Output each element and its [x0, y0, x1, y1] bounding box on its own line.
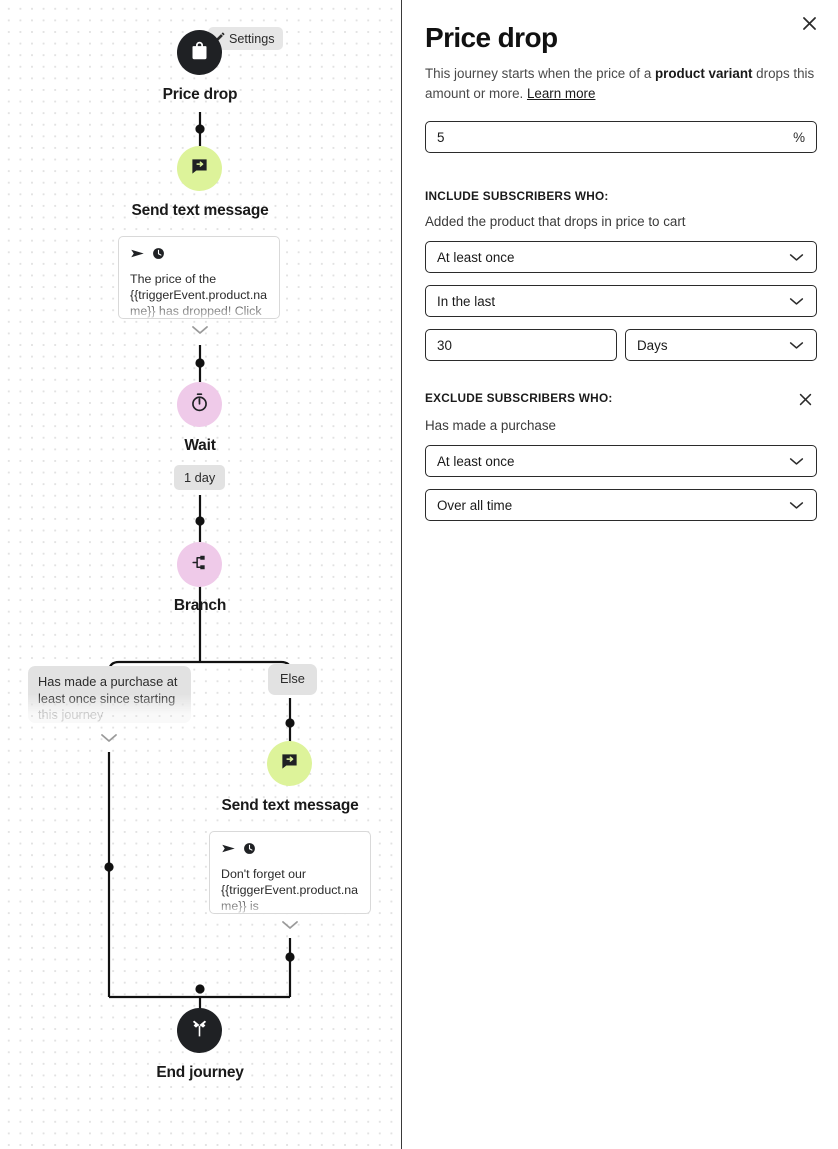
clock-icon: [152, 247, 165, 265]
percent-suffix: %: [793, 129, 805, 145]
panel-description-part2: drops this amount or more.: [425, 66, 815, 101]
include-duration-value: 30: [437, 337, 452, 353]
message-card-2-icons: [221, 841, 359, 861]
expand-branch-condition-chevron-down-icon[interactable]: [99, 730, 119, 742]
shopping-bag-icon: [189, 40, 210, 66]
price-drop-settings-panel: Price drop This journey starts when the …: [403, 0, 838, 1149]
include-frequency-select[interactable]: At least once: [425, 241, 817, 273]
journey-canvas[interactable]: Settings Price drop Send text message: [0, 0, 402, 1149]
panel-description: This journey starts when the price of a …: [425, 64, 817, 103]
stopwatch-icon: [189, 392, 210, 418]
node-label-wait: Wait: [184, 437, 216, 454]
include-timeframe-select[interactable]: In the last: [425, 285, 817, 317]
message-card-1-text: The price of the {{triggerEvent.product.…: [130, 272, 268, 318]
exclude-frequency-value: At least once: [437, 453, 515, 469]
price-drop-amount-input[interactable]: 5 %: [425, 121, 817, 153]
exclude-timeframe-select[interactable]: Over all time: [425, 489, 817, 521]
include-timeframe-value: In the last: [437, 293, 496, 309]
node-branch[interactable]: [177, 542, 222, 587]
node-end-journey[interactable]: [177, 1008, 222, 1053]
node-send-text-message-1[interactable]: [177, 146, 222, 191]
chat-arrow-icon: [280, 752, 299, 776]
include-frequency-value: At least once: [437, 249, 515, 265]
message-card-2[interactable]: Don't forget our {{triggerEvent.product.…: [209, 831, 371, 914]
chevron-down-icon: [788, 456, 805, 466]
include-duration-input[interactable]: 30: [425, 329, 617, 361]
exclude-section-subtitle: Has made a purchase: [425, 418, 557, 433]
include-section-subtitle: Added the product that drops in price to…: [425, 214, 686, 229]
exclude-timeframe-value: Over all time: [437, 497, 513, 513]
settings-chip[interactable]: Settings: [208, 27, 283, 50]
clock-icon: [243, 842, 256, 860]
message-card-2-text: Don't forget our {{triggerEvent.product.…: [221, 867, 359, 913]
page-title: Price drop: [425, 22, 558, 53]
node-label-end-journey: End journey: [156, 1064, 244, 1081]
node-label-branch: Branch: [173, 597, 227, 614]
remove-exclude-section-close-icon[interactable]: [794, 388, 816, 410]
send-icon: [130, 246, 145, 266]
chevron-down-icon: [788, 500, 805, 510]
chat-arrow-icon: [190, 157, 209, 181]
price-drop-amount-value: 5: [437, 129, 445, 145]
send-icon: [221, 841, 236, 861]
include-duration-unit-value: Days: [637, 337, 668, 353]
learn-more-link[interactable]: Learn more: [526, 85, 596, 101]
node-label-price-drop: Price drop: [162, 86, 238, 103]
expand-card-1-chevron-down-icon[interactable]: [190, 322, 210, 334]
branch-split-icon: [190, 553, 209, 577]
expand-card-2-chevron-down-icon[interactable]: [280, 917, 300, 929]
node-label-send-text-message-2: Send text message: [221, 797, 359, 814]
branch-condition-chip[interactable]: Has made a purchase at least once since …: [28, 666, 191, 723]
node-send-text-message-2[interactable]: [267, 741, 312, 786]
node-label-send-text-message-1: Send text message: [131, 202, 269, 219]
node-price-drop[interactable]: [177, 30, 222, 75]
message-card-1-icons: [130, 246, 268, 266]
canvas-panel-divider: [401, 0, 403, 1149]
exclude-frequency-select[interactable]: At least once: [425, 445, 817, 477]
include-duration-unit-select[interactable]: Days: [625, 329, 817, 361]
wait-duration-pill[interactable]: 1 day: [174, 465, 226, 490]
close-icon[interactable]: [796, 10, 822, 36]
panel-description-emphasis: product variant: [654, 66, 753, 81]
node-wait[interactable]: [177, 382, 222, 427]
panel-description-part1: This journey starts when the price of a: [425, 66, 655, 81]
chevron-down-icon: [788, 252, 805, 262]
branch-else-chip[interactable]: Else: [268, 664, 317, 695]
include-section-heading: INCLUDE SUBSCRIBERS WHO:: [425, 189, 609, 203]
chevron-down-icon: [788, 296, 805, 306]
exclude-section-heading: EXCLUDE SUBSCRIBERS WHO:: [425, 391, 613, 405]
message-card-1[interactable]: The price of the {{triggerEvent.product.…: [118, 236, 280, 319]
settings-chip-label: Settings: [229, 31, 275, 46]
chevron-down-icon: [788, 340, 805, 350]
crossed-flags-icon: [189, 1018, 210, 1044]
